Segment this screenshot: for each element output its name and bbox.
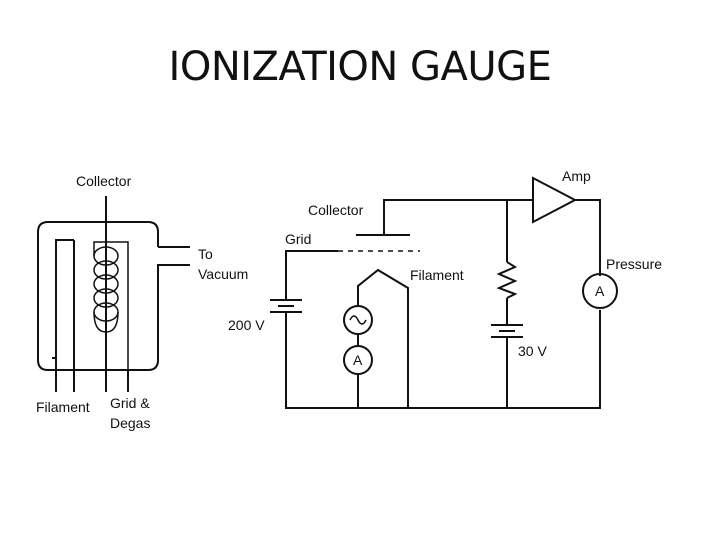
gauge-degas-label: Degas bbox=[110, 415, 150, 431]
gauge-envelope bbox=[37, 221, 190, 371]
slide-title: IONIZATION GAUGE bbox=[168, 44, 552, 90]
circuit-collector-label: Collector bbox=[308, 202, 364, 218]
filament-ammeter-symbol: A bbox=[353, 352, 363, 368]
grid-wire bbox=[285, 250, 338, 300]
collector-voltage-label: 30 V bbox=[518, 343, 547, 359]
filament-loop bbox=[52, 239, 74, 386]
amplifier bbox=[532, 176, 578, 224]
gauge-collector-label: Collector bbox=[76, 173, 132, 189]
battery-200v bbox=[270, 299, 302, 313]
amp-label: Amp bbox=[562, 168, 591, 184]
filament-element bbox=[357, 268, 409, 408]
gauge-to-label: To bbox=[198, 246, 213, 262]
battery-30v bbox=[491, 324, 523, 338]
pressure-meter: A bbox=[582, 273, 618, 309]
pressure-meter-symbol: A bbox=[595, 283, 605, 299]
circuit-grid-label: Grid bbox=[285, 231, 311, 247]
measurement-circuit: A A Collector bbox=[228, 168, 662, 409]
gauge-grid-label: Grid & bbox=[110, 395, 150, 411]
filament-ammeter: A bbox=[343, 345, 373, 375]
bottom-wire bbox=[285, 310, 601, 409]
gauge-tube: Collector To Vacuum Filament Grid & Dega… bbox=[36, 173, 248, 431]
gauge-vacuum-label: Vacuum bbox=[198, 266, 248, 282]
resistor bbox=[496, 261, 518, 299]
amp-output bbox=[575, 199, 601, 276]
grid-coil bbox=[93, 241, 129, 370]
collector-lead bbox=[383, 199, 533, 235]
ac-source-icon bbox=[343, 305, 373, 335]
pressure-label: Pressure bbox=[606, 256, 662, 272]
circuit-filament-label: Filament bbox=[410, 267, 464, 283]
grid-voltage-label: 200 V bbox=[228, 317, 265, 333]
gauge-filament-label: Filament bbox=[36, 399, 90, 415]
